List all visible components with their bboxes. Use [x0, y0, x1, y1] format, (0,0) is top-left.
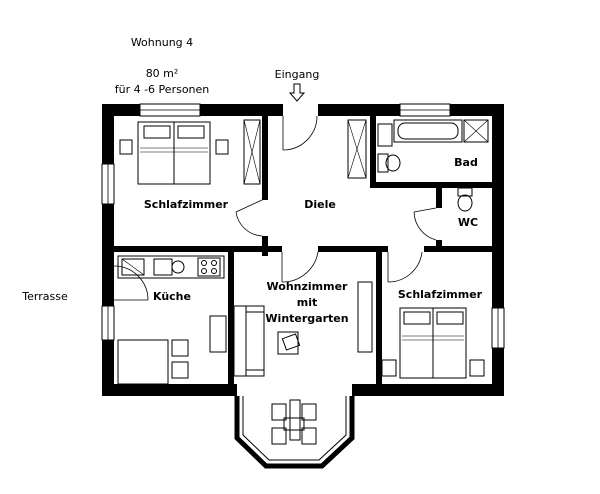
sink-bath — [377, 123, 393, 147]
terrace-label: Terrasse — [21, 290, 68, 303]
living-table — [277, 331, 301, 355]
room-label-kitchen: Küche — [153, 290, 191, 303]
windows — [101, 103, 505, 349]
room-label-bedroom-1: Schlafzimmer — [144, 198, 229, 211]
room-label-living-line-1: Wohnzimmer — [267, 280, 349, 293]
wardrobe-hall — [347, 119, 367, 179]
room-label-bathroom: Bad — [454, 156, 478, 169]
wardrobe-bedroom-1 — [243, 119, 261, 185]
double-bed-bedroom-1 — [119, 121, 229, 185]
room-label-hall: Diele — [304, 198, 336, 211]
bathtub — [393, 119, 489, 143]
living-sofa — [233, 305, 265, 377]
kitchen-counter — [117, 255, 225, 279]
living-sideboard — [357, 281, 373, 353]
winter-garden-bay — [234, 396, 355, 469]
inner-walls — [114, 116, 492, 384]
room-label-living-line-2: mit — [297, 296, 318, 309]
entrance-arrow-icon — [288, 83, 306, 102]
room-label-wc: WC — [458, 216, 478, 229]
toilet-bath — [377, 153, 401, 173]
apartment-persons: für 4 -6 Personen — [115, 83, 210, 96]
kitchen-dining-table — [117, 315, 227, 385]
apartment-area: 80 m² — [146, 67, 179, 80]
room-label-bedroom-2: Schlafzimmer — [398, 288, 483, 301]
entrance-label: Eingang — [275, 68, 320, 81]
doors — [113, 115, 437, 301]
apartment-title: Wohnung 4 — [131, 36, 193, 49]
toilet-wc — [457, 187, 473, 212]
room-label-living-line-3: Wintergarten — [265, 312, 348, 325]
double-bed-bedroom-2 — [381, 307, 485, 379]
